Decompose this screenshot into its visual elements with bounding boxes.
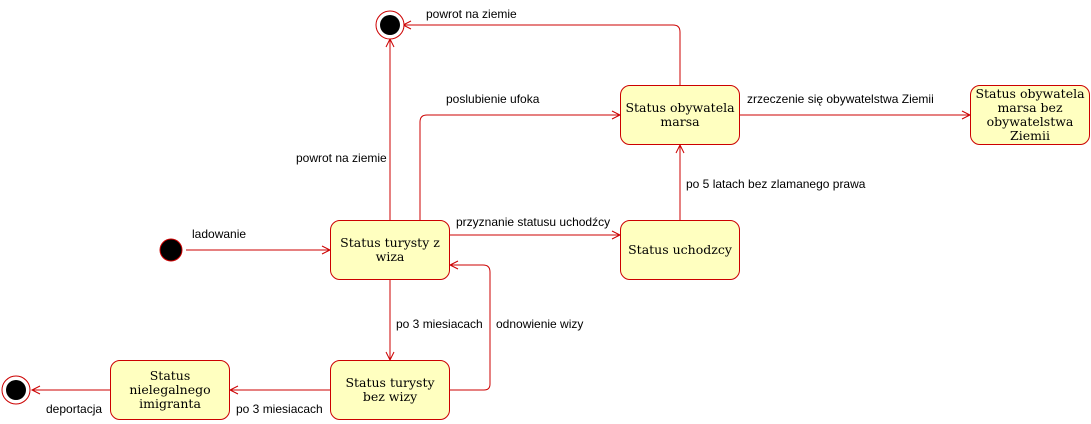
label-zrzeczenie: zrzeczenie się obywatelstwa Ziemii	[747, 92, 934, 106]
label-po-3-left: po 3 miesiacach	[236, 402, 323, 416]
label-ladowanie: ladowanie	[192, 227, 247, 241]
label-przyznanie: przyznanie statusu uchodźcy	[456, 215, 611, 229]
state-uchodzca: Status uchodzcy	[620, 220, 740, 280]
state-turysta-bez-wizy: Status turysty bez wizy	[330, 360, 450, 420]
label-powrot-top: powrot na ziemie	[426, 7, 517, 21]
edge-powrot-top	[403, 24, 681, 85]
label-powrot-left: powrot na ziemie	[296, 151, 387, 165]
final-node-left	[1, 375, 31, 405]
state-nielegalny-imigrant: Status nielegalnego imigranta	[110, 360, 230, 420]
arrowhead	[228, 385, 239, 395]
label-odnowienie: odnowienie wizy	[496, 317, 584, 331]
label-deportacja: deportacja	[46, 402, 103, 416]
state-obywatel-marsa: Status obywatela marsa	[620, 85, 740, 145]
arrowhead	[675, 143, 685, 154]
edge-poslubienie	[419, 114, 620, 220]
label-po-3-down: po 3 miesiacach	[396, 317, 483, 331]
label-po-5-latach: po 5 latach bez zlamanego prawa	[686, 177, 866, 191]
state-obywatel-marsa-bez-ziemi: Status obywatela marsa bez obywatelstwa …	[970, 85, 1090, 145]
arrowhead	[448, 260, 459, 270]
state-turysta-z-wiza: Status turysty z wiza	[330, 220, 450, 280]
edge-odnowienie	[450, 264, 491, 391]
final-node-top	[375, 10, 405, 40]
label-poslubienie: poslubienie ufoka	[446, 92, 540, 106]
initial-node	[159, 238, 183, 262]
arrowhead	[30, 385, 41, 395]
